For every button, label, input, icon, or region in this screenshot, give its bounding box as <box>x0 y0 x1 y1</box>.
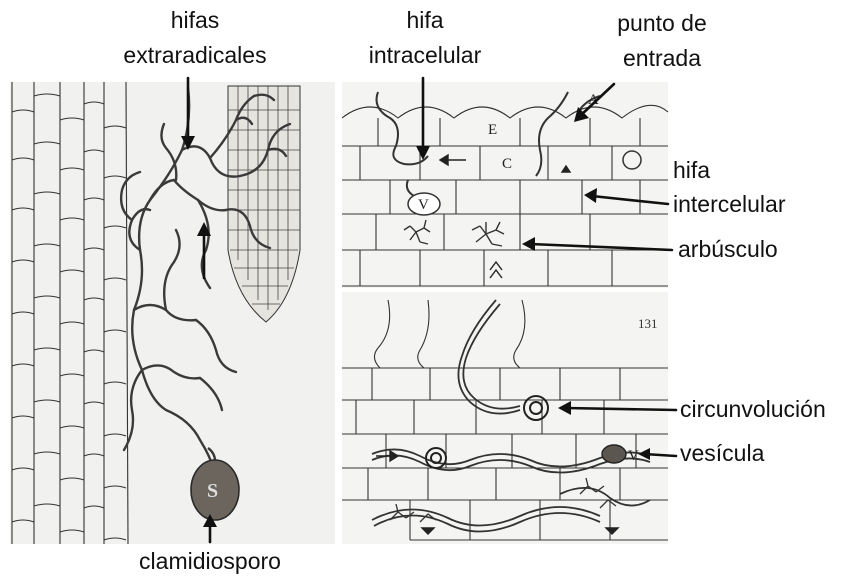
left-panel: S <box>10 82 335 544</box>
label-arbusculo: arbúsculo <box>678 237 778 262</box>
right-top-panel: V E C A <box>342 82 668 288</box>
right-bottom-panel: 131 V <box>342 292 668 544</box>
label-hifa-intracelular-1: hifa <box>370 8 480 33</box>
page-number: 131 <box>638 316 658 331</box>
vesicle-bottom: V <box>602 445 639 464</box>
label-clamidiosporo: clamidiosporo <box>120 549 300 574</box>
label-hifa-intercelular-2: intercelular <box>673 192 786 217</box>
label-hifas: hifas <box>120 8 270 33</box>
label-entrada: entrada <box>606 46 718 71</box>
label-punto-de: punto de <box>606 11 718 36</box>
vesicle-top: V <box>408 193 440 215</box>
label-vesicula: vesícula <box>680 441 764 466</box>
label-hifa-intercelular-1: hifa <box>673 158 710 183</box>
spore-letter: S <box>207 480 218 502</box>
svg-text:V: V <box>418 197 429 213</box>
right-bottom-background <box>342 292 668 544</box>
cell-letter-C: C <box>502 156 512 172</box>
label-hifa-intracelular-2: intracelular <box>360 43 490 68</box>
cell-letter-E: E <box>488 122 497 138</box>
label-extraradicales: extraradicales <box>110 43 280 68</box>
label-circunvolucion: circunvolución <box>680 397 826 422</box>
svg-text:V: V <box>628 448 639 464</box>
lateral-root-tip <box>228 86 300 322</box>
